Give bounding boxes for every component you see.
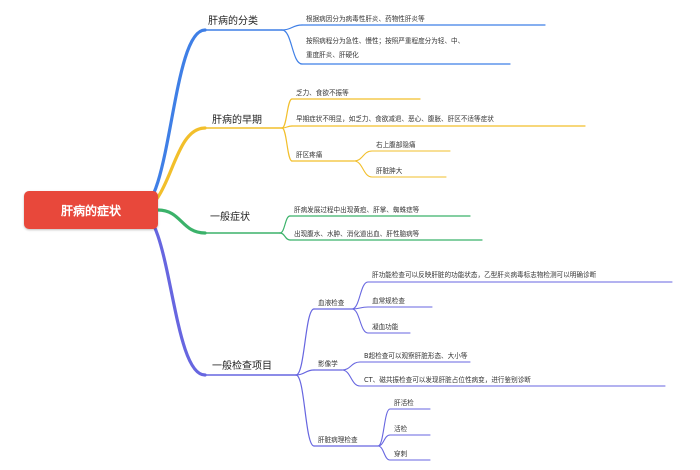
branch-classification[interactable]: 肝病的分类	[208, 16, 258, 27]
link-early-2-0	[353, 150, 373, 162]
leaf-exam-biopsy[interactable]: 活检	[394, 425, 408, 433]
leaf-early-hepatomegaly[interactable]: 肝脏肿大	[376, 167, 403, 175]
root-node[interactable]: 肝病的症状	[24, 191, 158, 229]
link-exam-imaging-1	[341, 369, 361, 387]
leaf-classification-course[interactable]: 按照病程分为急性、慢性；按照严重程度分为轻、中、	[306, 37, 465, 45]
link-general-1	[279, 232, 291, 241]
link-early-2-1	[353, 160, 373, 178]
leaf-classification-severity[interactable]: 重度肝炎、肝硬化	[306, 51, 359, 59]
link-exam-pathology-2	[377, 445, 391, 461]
link-root-exam	[136, 208, 207, 377]
link-general-0	[279, 215, 291, 234]
leaf-early-abdominal-pain[interactable]: 右上腹部隐痛	[376, 141, 416, 149]
link-exam-pathology-1	[377, 434, 391, 447]
leaf-general-ascites[interactable]: 出现腹水、水肿、消化道出血、肝性脑病等	[294, 230, 420, 238]
leaf-exam-liver-biopsy[interactable]: 肝活检	[394, 399, 414, 407]
leaf-exam-coagulation[interactable]: 凝血功能	[372, 323, 399, 331]
link-classification-1	[281, 29, 303, 65]
leaf-exam-pathology[interactable]: 肝脏病理检查	[318, 436, 358, 444]
leaf-early-fatigue[interactable]: 乏力、食欲不振等	[296, 89, 349, 97]
link-exam-blood	[295, 308, 315, 376]
leaf-exam-ct-mri[interactable]: CT、磁共振检查可以发现肝脏占位性病变，进行鉴别诊断	[364, 376, 531, 384]
link-root-classification	[136, 28, 207, 212]
leaf-classification-cause[interactable]: 根据病因分为病毒性肝炎、药物性肝炎等	[306, 15, 425, 23]
leaf-exam-blood-routine[interactable]: 血常规检查	[372, 297, 405, 305]
link-exam-blood-0	[351, 281, 369, 310]
leaf-exam-imaging[interactable]: 影像学	[318, 360, 338, 368]
leaf-general-jaundice[interactable]: 肝病发展过程中出现黄疸、肝掌、蜘蛛痣等	[294, 206, 420, 214]
link-early-0	[281, 98, 293, 129]
link-exam-pathology	[295, 374, 315, 447]
branch-early-stage[interactable]: 肝病的早期	[212, 115, 262, 126]
branch-general-symptoms[interactable]: 一般症状	[210, 212, 250, 223]
link-exam-imaging	[295, 369, 315, 376]
leaf-early-symptoms[interactable]: 早期症状不明显，如乏力、食欲减退、恶心、腹胀、肝区不适等症状	[296, 115, 494, 123]
link-exam-pathology-0	[377, 408, 391, 447]
link-exam-blood-2	[351, 308, 369, 334]
link-classification-0	[281, 24, 303, 31]
leaf-exam-blood[interactable]: 血液检查	[318, 299, 345, 307]
leaf-exam-liver-function[interactable]: 肝功能检查可以反映肝脏的功能状态，乙型肝炎病毒标志物检测可以明确诊断	[372, 271, 597, 279]
leaf-early-liver-pain[interactable]: 肝区疼痛	[296, 151, 323, 159]
link-exam-imaging-0	[341, 361, 361, 371]
leaf-exam-puncture[interactable]: 穿刺	[394, 450, 408, 458]
link-early-2	[281, 127, 293, 162]
leaf-exam-ultrasound[interactable]: B超检查可以观察肝脏形态、大小等	[364, 352, 468, 360]
link-root-general	[156, 208, 207, 235]
branch-examinations[interactable]: 一般检查项目	[212, 361, 272, 372]
